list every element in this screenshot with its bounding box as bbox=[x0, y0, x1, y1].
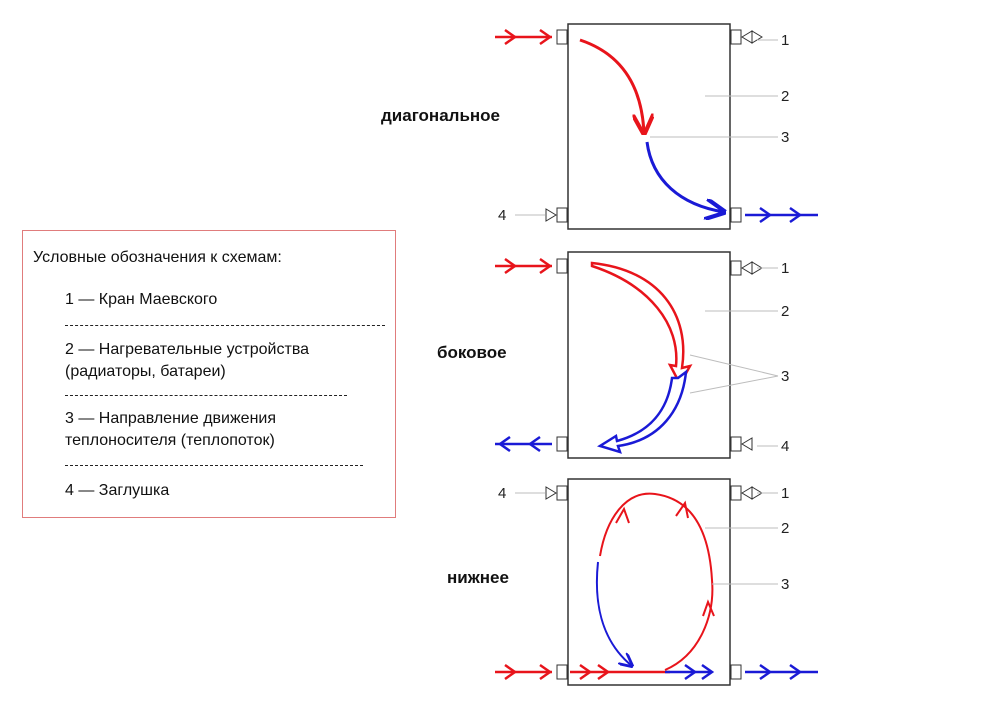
scheme-lateral: 1 2 3 4 bbox=[495, 251, 789, 459]
mayevsky-valve bbox=[730, 485, 763, 501]
inlet-arrow bbox=[495, 257, 553, 275]
callout-3: 3 bbox=[781, 129, 789, 146]
callout-1: 1 bbox=[781, 485, 789, 502]
legend-divider bbox=[65, 325, 385, 326]
callout-3: 3 bbox=[781, 576, 789, 593]
callout-2: 2 bbox=[781, 303, 789, 320]
scheme-label-lateral: боковое bbox=[437, 343, 507, 362]
flow-loop-hot bbox=[599, 492, 714, 671]
outlet-port bbox=[730, 207, 742, 223]
loop-arrowhead bbox=[675, 500, 689, 519]
scheme-label-bottom: нижнее bbox=[447, 568, 509, 587]
legend-item-1: 1 — Кран Маевского bbox=[65, 291, 218, 308]
scheme-bottom: 4 1 2 3 bbox=[495, 478, 818, 686]
legend-item-3: 3 — Направление движения теплоносителя (… bbox=[65, 410, 276, 449]
outlet-arrow bbox=[495, 435, 552, 453]
callout-4: 4 bbox=[781, 438, 789, 455]
callout-1: 1 bbox=[781, 32, 789, 49]
legend-divider bbox=[65, 465, 363, 466]
inlet-arrow bbox=[495, 663, 553, 681]
leader-lines bbox=[515, 39, 778, 216]
callout-3: 3 bbox=[781, 368, 789, 385]
scheme-label-diagonal: диагональное bbox=[381, 106, 501, 125]
callout-4: 4 bbox=[498, 485, 506, 502]
radiator-body bbox=[567, 23, 731, 230]
inlet-port bbox=[556, 664, 568, 680]
scheme-diagonal: 1 2 3 4 bbox=[495, 23, 818, 230]
loop-arrowhead bbox=[615, 506, 630, 524]
legend-item-2: 2 — Нагревательные устройства (радиаторы… bbox=[65, 341, 310, 380]
radiator-body bbox=[567, 478, 731, 686]
plug bbox=[730, 436, 753, 452]
flow-cold bbox=[596, 369, 688, 454]
plug bbox=[545, 207, 568, 223]
callout-2: 2 bbox=[781, 520, 789, 537]
outlet-port bbox=[556, 436, 568, 452]
inlet-port bbox=[556, 258, 568, 274]
mayevsky-valve bbox=[730, 29, 763, 45]
plug bbox=[545, 485, 568, 501]
inlet-port bbox=[556, 29, 568, 45]
legend-box: Условные обозначения к схемам: 1 — Кран … bbox=[22, 230, 396, 518]
outlet-port bbox=[730, 664, 742, 680]
leader-lines bbox=[515, 492, 778, 585]
legend-divider bbox=[65, 395, 347, 396]
callout-2: 2 bbox=[781, 88, 789, 105]
legend-item-4: 4 — Заглушка bbox=[65, 482, 170, 499]
leader-lines bbox=[689, 267, 779, 447]
inlet-arrow bbox=[495, 28, 553, 46]
flow-hot bbox=[579, 38, 644, 133]
flow-cold bbox=[645, 141, 724, 212]
legend-title: Условные обозначения к схемам: bbox=[33, 249, 282, 266]
callout-4: 4 bbox=[498, 207, 506, 224]
flow-loop-cold bbox=[595, 561, 632, 666]
loop-arrowhead bbox=[702, 599, 715, 617]
outlet-arrow bbox=[745, 663, 818, 681]
bottom-flow bbox=[570, 663, 715, 681]
callout-1: 1 bbox=[781, 260, 789, 277]
outlet-arrow bbox=[745, 206, 818, 224]
